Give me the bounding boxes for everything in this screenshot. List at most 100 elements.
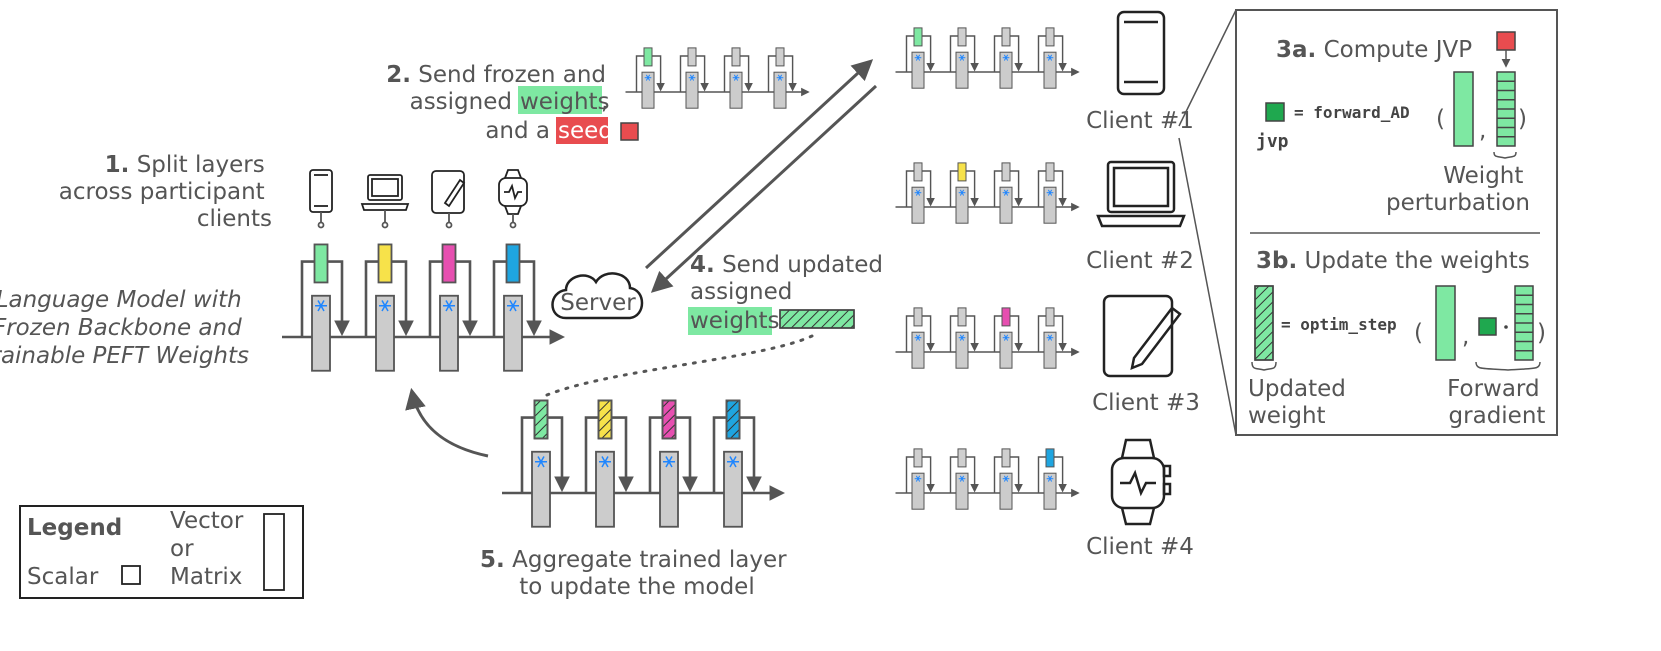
model-layer-block	[679, 47, 709, 109]
frozen-layer	[641, 71, 655, 109]
step-1-line2: across participant	[59, 179, 265, 205]
frozen-icon	[914, 54, 922, 61]
frozen-icon	[1002, 475, 1010, 482]
model-layer-block	[723, 47, 753, 109]
frozen-layer	[955, 331, 969, 369]
model-layer-block	[767, 47, 797, 109]
peft-weight-unassigned	[957, 448, 967, 468]
multiply-dot	[1504, 325, 1508, 329]
weight-vector	[1453, 71, 1474, 147]
weight-perturbation-label: Weight perturbation	[1386, 163, 1531, 216]
frozen-icon	[958, 334, 966, 341]
server-label: Server	[560, 290, 636, 316]
legend-vector-swatch	[263, 513, 285, 591]
frozen-icon	[1002, 189, 1010, 196]
peft-weight-unassigned	[1001, 27, 1011, 47]
frozen-icon	[599, 456, 611, 468]
client-tablet-icon	[1102, 294, 1182, 378]
frozen-icon	[958, 189, 966, 196]
jvp-scalar-2	[1478, 317, 1497, 336]
dotted-arrow-aggregate	[538, 334, 814, 400]
model-layer-block	[1037, 162, 1067, 224]
step-2-seed: seed	[558, 118, 613, 144]
frozen-layer	[999, 331, 1013, 369]
peft-weight-unassigned	[957, 307, 967, 327]
legend-scalar-swatch	[121, 565, 141, 585]
frozen-icon	[1046, 475, 1054, 482]
model-caption: A Language Model with Frozen Backbone an…	[0, 287, 249, 369]
peft-weight-hatched	[725, 399, 741, 440]
model-layer-block	[949, 448, 979, 510]
peft-weight-unassigned	[1045, 27, 1055, 47]
client-4-label: Client #4	[1086, 534, 1194, 560]
model-layer-block	[905, 162, 935, 224]
step-3b-text: 3b. Update the weights	[1256, 248, 1530, 274]
frozen-icon	[379, 300, 391, 312]
updated-weight-label: Updated weight	[1248, 376, 1353, 429]
step-3a-number: 3a.	[1276, 37, 1316, 63]
client-3-label: Client #3	[1092, 390, 1200, 416]
frozen-icon	[688, 74, 696, 81]
frozen-icon	[914, 475, 922, 482]
peft-weight-unassigned	[913, 162, 923, 182]
main-model	[282, 243, 566, 372]
peft-weight-yellow	[377, 243, 393, 284]
step-5-line2: to update the model	[519, 574, 754, 600]
jvp-scalar	[1265, 102, 1285, 122]
model-layer-block	[635, 47, 665, 109]
step-2-weights: weights	[520, 89, 610, 115]
step-2-comma: ,	[601, 89, 608, 115]
paren-close-2: )	[1537, 320, 1546, 346]
frozen-icon	[535, 456, 547, 468]
arrow-clients-to-server	[650, 84, 878, 293]
frozen-layer	[1043, 331, 1057, 369]
peft-weight-unassigned	[957, 27, 967, 47]
frozen-icon	[732, 74, 740, 81]
model-layer-block	[300, 243, 350, 372]
frozen-icon	[914, 189, 922, 196]
frozen-layer	[1043, 472, 1057, 510]
jvp-label: jvp	[1256, 131, 1289, 152]
current-weight-vector	[1435, 285, 1456, 361]
peft-weight-green	[913, 27, 923, 47]
step-3a-text: 3a. Compute JVP	[1276, 37, 1472, 63]
frozen-icon	[727, 456, 739, 468]
step-4-line1: 4. Send updated	[690, 252, 883, 278]
model-layer-block	[993, 448, 1023, 510]
frozen-layer	[999, 472, 1013, 510]
legend-scalar: Scalar	[27, 564, 99, 590]
frozen-layer	[955, 186, 969, 224]
step-1-number: 1.	[105, 152, 130, 178]
step-1-line1: Split layers	[137, 152, 265, 178]
step-4-number: 4.	[690, 252, 715, 278]
peft-weight-unassigned	[1045, 307, 1055, 327]
client-laptop-icon	[1096, 160, 1186, 228]
frozen-layer	[955, 51, 969, 89]
step-4-weights: weights	[690, 308, 780, 334]
updated-weights-hatch	[779, 309, 855, 329]
peft-weight-unassigned	[731, 47, 741, 67]
sent-model-copy	[625, 47, 810, 109]
peft-weight-green	[313, 243, 329, 284]
peft-weight-unassigned	[775, 47, 785, 67]
frozen-icon	[776, 74, 784, 81]
frozen-layer	[999, 51, 1013, 89]
frozen-icon	[1002, 54, 1010, 61]
paren-open-2: (	[1414, 320, 1423, 346]
frozen-icon	[443, 300, 455, 312]
frozen-icon	[315, 300, 327, 312]
seed-scalar	[620, 122, 639, 141]
model-layer-block	[905, 448, 935, 510]
client-models	[895, 27, 1080, 510]
peft-weight-unassigned	[1045, 162, 1055, 182]
frozen-layer	[659, 450, 679, 528]
model-layer-block	[1037, 448, 1067, 510]
frozen-layer	[999, 186, 1013, 224]
seed-scalar-3a	[1496, 31, 1516, 51]
model-layer-block	[905, 307, 935, 369]
frozen-layer	[1043, 186, 1057, 224]
peft-weight-blue	[505, 243, 521, 284]
frozen-layer	[723, 450, 743, 528]
model-caption-line2: Frozen Backbone and	[0, 315, 242, 341]
model-layer-block	[364, 243, 414, 372]
